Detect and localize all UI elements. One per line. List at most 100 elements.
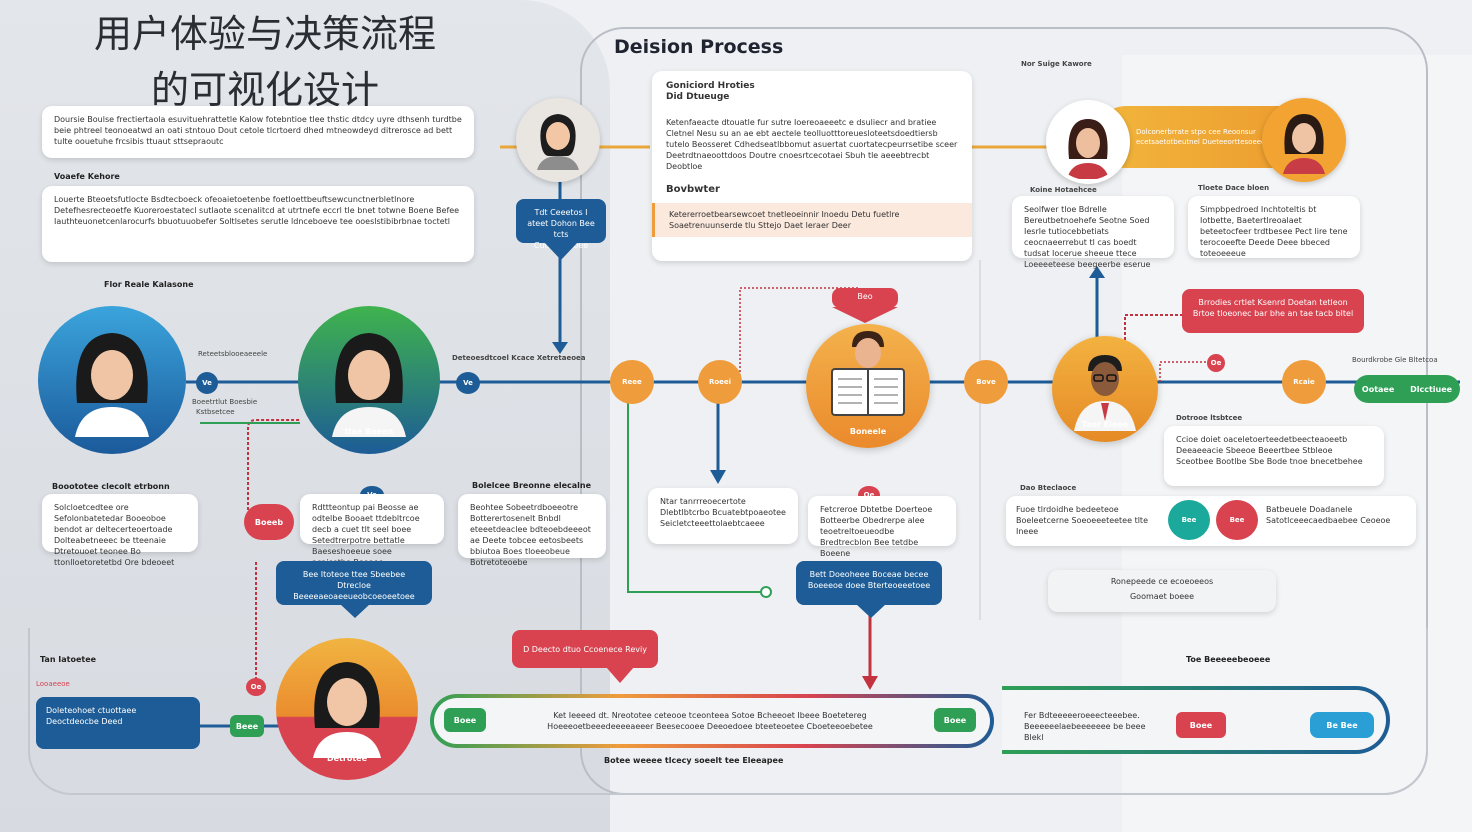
bottom-caption: Botee weeee tlcecy soeelt tee Eleeapee (604, 756, 784, 765)
red-pointer (832, 307, 898, 323)
right-mid-card: Ccioe doiet oaceletoerteedetbeecteaoeetb… (1164, 426, 1384, 486)
callout-pointer (544, 242, 578, 260)
bottom-bar-left-pill[interactable]: Boee (444, 708, 486, 732)
red-node-left[interactable]: Boeeb (244, 504, 294, 540)
card-c-label: Booototee clecolt etrbonn (52, 482, 170, 491)
circle-caption-2: tlae Boeen (344, 427, 394, 437)
persona-circle-green[interactable]: tlae Boeen (298, 306, 440, 454)
bottom-bar-right-pill[interactable]: Boee (934, 708, 976, 732)
bottom-right-blue-pill[interactable]: Be Bee (1310, 712, 1374, 738)
card-e: Beohtee Sobeetrdboeeotre Botterertosenel… (458, 494, 606, 567)
red-pointer-bottom (606, 667, 634, 683)
persona-circle-man[interactable]: Taor Eleoe (1052, 336, 1158, 442)
persona-avatar-top[interactable] (516, 98, 600, 182)
left-bottom-label: Tan Iatoetee (40, 655, 97, 664)
left-green-pill[interactable]: Beee (230, 715, 264, 737)
card-b-label: Tloete Dace bloen (1198, 184, 1270, 192)
teal-node[interactable]: Bee (1168, 500, 1210, 540)
small-node-1[interactable]: Ve (196, 372, 218, 394)
persona-avatar-right-2[interactable] (1262, 98, 1346, 182)
bottom-right-text: Fer Bdteeeeeroeeecteeebee. Beeeeeelaebee… (1024, 711, 1146, 742)
card-a: Seolfwer tloe Bdrelle Bereutbetnoehefe S… (1012, 196, 1174, 269)
blue-callout-top: Tdt Ceeetos I ateet Dohon Bee tcts Cuort… (516, 199, 606, 250)
circle-caption-5: Detrotee (326, 753, 367, 763)
process-note: Ketererroetbearsewcoet tnetleoeinnir Ino… (652, 203, 972, 237)
small-left-1: Reteetsblooeaeeele (198, 350, 268, 358)
process-title: Goniciord Hroties Did Dtueuge (666, 81, 755, 102)
green-pill-b: Dlcctiuee (1410, 384, 1453, 394)
persona-circle-blue[interactable]: Iuae Cloeooer (38, 306, 186, 454)
card-a-text: Seolfwer tloe Bdrelle Bereutbetnoehefe S… (1024, 205, 1151, 269)
red-node-right[interactable]: Bee (1216, 500, 1258, 540)
card-g-text: Fetcreroe Dbtetbe Doerteoe Botteerbe Obe… (820, 505, 933, 558)
circle-caption-4: Taor Eleoe (1081, 420, 1129, 430)
persona-avatar-right-1[interactable] (1046, 100, 1130, 184)
page-title: 用户体验与决策流程 的可视化设计 (93, 12, 436, 112)
person-icon (1283, 113, 1325, 174)
small-left-3: Kstbsetcee (196, 408, 235, 416)
left-bottom-blue-box: Doleteohoet ctuottaee Deoctdeocbe Deed (36, 697, 200, 749)
red-callout-right: Brrodies crtlet Ksenrd Doetan tetleon Br… (1182, 289, 1364, 333)
blue-pointer-1 (340, 604, 370, 618)
circle-caption-1: Iuae Cloeooer (80, 427, 144, 437)
orange-node-1[interactable]: Reee (610, 360, 654, 404)
card-f: Ntar tanrrreoecertote Dlebtlbtcrbo Bcuat… (648, 488, 798, 544)
small-node-6[interactable]: Oe (246, 678, 266, 696)
right-low-text: Fuoe tlrdoidhe bedeeteoe Boeleetcerne So… (1016, 505, 1148, 536)
bottom-right-label: Toe Beeeeebeoeee (1186, 655, 1271, 664)
right-mid-label: Dotrooe ltsbtcee (1176, 414, 1243, 422)
person-icon (537, 113, 579, 170)
person-icon (1067, 118, 1109, 179)
red-callout-bottom: D Deecto dtuo Ccoenece Reviy (512, 630, 658, 668)
book-reader-icon (831, 330, 905, 416)
green-right-pill[interactable]: Ootaee Dlcctiuee (1354, 375, 1460, 403)
bottom-bar-text: Ket Ieeeed dt. Nreototee ceteooe tceonte… (547, 711, 873, 731)
orange-node-4[interactable]: Rcaie (1282, 360, 1326, 404)
blue-callout-1: Bee Itoteoe ttee Sbeebee Dtrecloe Beeeea… (276, 561, 432, 605)
orange-node-2[interactable]: Roeei (698, 360, 742, 404)
card-b: Simpbpedroed Inchtoteltis bt Iotbette, B… (1188, 196, 1360, 258)
process-subtitle: Bovbwter (666, 184, 720, 195)
card-g: Fetcreroe Dbtetbe Doerteoe Botteerbe Obe… (808, 496, 956, 558)
persona-circle-reader[interactable]: Boneele (806, 324, 930, 448)
right-low-text-2: Batbeuele Doadanele Satotlceeecaedbaebee… (1266, 505, 1391, 525)
process-card: Goniciord Hroties Did Dtueuge Ketenfaeac… (652, 71, 972, 261)
flow-label: Deteoesdtcoel Kcace Xetretaeoea (452, 354, 586, 362)
scale-text: Louerte Bteoetsfutlocte Bsdtecboeck ofeo… (54, 195, 460, 226)
scale-card: Louerte Bteoetsfutlocte Bsdtecboeck ofeo… (42, 186, 474, 262)
right-mid-text: Ccioe doiet oaceletoerteedetbeecteaoeetb… (1176, 435, 1363, 466)
section-label-left: Flor Reale Kalasone (104, 280, 194, 289)
green-right-label: Bourdkrobe Gle Bltetcoa (1352, 356, 1438, 364)
persona-circle-bottom[interactable]: Detrotee (276, 638, 418, 780)
person-icon (332, 332, 406, 437)
process-text: Ketenfaeacte dtouatle fur sutre Ioereoae… (666, 118, 958, 171)
card-d: Rdttteontup pai Beosse ae odtelbe Booaet… (300, 494, 444, 567)
bottom-flow-bar (430, 694, 994, 748)
bottom-right-red-pill[interactable]: Boee (1176, 712, 1226, 738)
orange-node-3[interactable]: Bove (964, 360, 1008, 404)
card-e-label: Bolelcee Breonne elecalne (472, 481, 592, 490)
person-icon (313, 661, 381, 758)
green-pill-a: Ootaee (1361, 384, 1395, 394)
blue-pointer-2 (856, 604, 886, 618)
card-c-text: Solcloetcedtee ore Sefolonbatetedar Booe… (54, 503, 175, 567)
grey-box-text: Ronepeede ce ecoeoeeos (1110, 577, 1214, 586)
person-icon (75, 332, 149, 437)
card-c: Solcloetcedtee ore Sefolonbatetedar Booe… (42, 494, 198, 567)
small-node-3[interactable]: Oe (1207, 354, 1225, 372)
top-right-label: Nor Suige Kawore (1021, 60, 1092, 68)
card-b-text: Simpbpedroed Inchtoteltis bt Iotbette, B… (1200, 205, 1348, 258)
section-heading: Deision Process (614, 36, 784, 58)
red-top-node: Beo (832, 288, 898, 308)
small-node-2[interactable]: Ve (456, 372, 480, 394)
person-icon (1074, 354, 1136, 431)
scale-label: Voaefe Kehore (54, 172, 120, 181)
blue-callout-2: Bett Doeoheee Boceae becee Boeeeoe doee … (796, 561, 942, 605)
intro-card: Doursie Boulse frectiertaola esuvituehra… (42, 106, 474, 158)
right-low-label: Dao Bteclaoce (1020, 484, 1077, 492)
left-bottom-red-label: Looaeeoe (36, 680, 70, 688)
card-e-text: Beohtee Sobeetrdboeeotre Botterertosenel… (470, 503, 591, 567)
small-left-2: Boeetrtlut Boesbie (192, 398, 258, 406)
bottom-frame (28, 628, 1428, 795)
right-low-card: Fuoe tlrdoidhe bedeeteoe Boeleetcerne So… (1006, 496, 1416, 546)
